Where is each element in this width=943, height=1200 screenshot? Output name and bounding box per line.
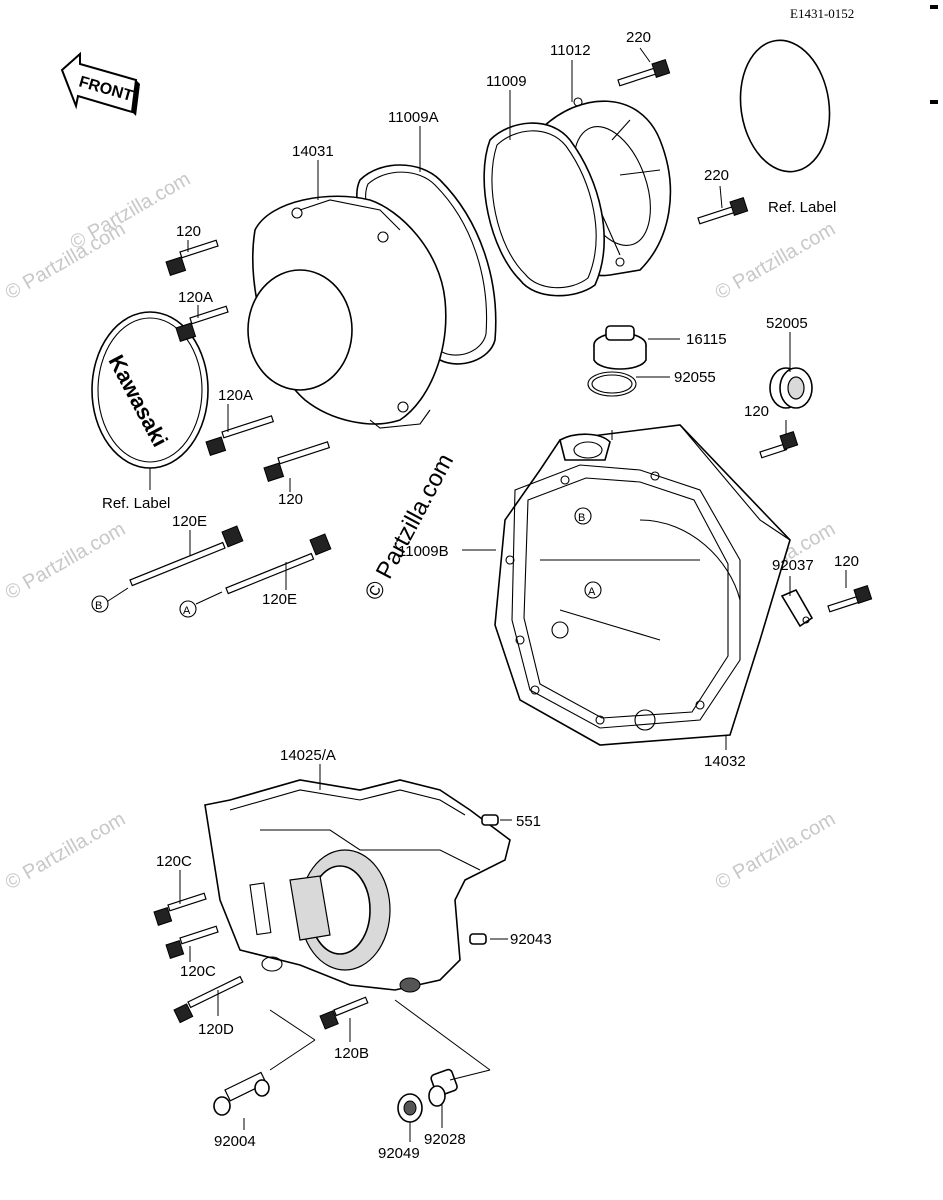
label-ref-label-top: Ref. Label [768, 199, 836, 216]
pin-551 [481, 814, 499, 826]
bolt-120B [319, 996, 369, 1030]
page-mark-mid [930, 100, 938, 104]
label-120C-a: 120C [156, 853, 192, 870]
label-52005: 52005 [766, 315, 808, 332]
label-92043: 92043 [510, 931, 552, 948]
label-120A-b: 120A [218, 387, 253, 404]
marker-A-cover-text: A [588, 586, 596, 598]
label-551: 551 [516, 813, 541, 830]
label-220-top: 220 [626, 29, 651, 46]
bolt-120D [173, 975, 244, 1024]
marker-B-cover [574, 507, 592, 525]
marker-A-cover [584, 581, 602, 599]
oil-cap-16115 [593, 325, 647, 370]
label-120-a: 120 [176, 223, 201, 240]
o-ring-92055 [587, 371, 637, 397]
label-ref-label-left: Ref. Label [102, 495, 170, 512]
label-11009A: 11009A [388, 109, 439, 126]
cover-14031 [247, 195, 447, 429]
label-120B: 120B [334, 1045, 369, 1062]
bolt-120A-b [205, 415, 275, 456]
label-92055: 92055 [674, 369, 716, 386]
marker-B-left-text: B [95, 600, 102, 612]
bolt-120-b [263, 441, 331, 482]
page-mark-top [930, 5, 938, 9]
label-120A-a: 120A [178, 289, 213, 306]
watermark-6: © Partzilla.com [2, 808, 130, 894]
marker-A-left-text: A [183, 605, 191, 617]
sprocket-cover-14025A [204, 779, 511, 993]
label-220-mid: 220 [704, 167, 729, 184]
bolt-120C-b [165, 925, 219, 959]
label-11009: 11009 [486, 73, 527, 90]
label-14032: 14032 [704, 753, 746, 770]
leader-lines [149, 47, 847, 1142]
bolt-220-mid [697, 197, 749, 225]
bolt-120E-a [195, 533, 332, 605]
watermark-main: © Partzilla.com [359, 449, 459, 604]
gasket-11009 [483, 122, 605, 297]
stud-92004 [213, 1071, 270, 1116]
bolt-120A-a [175, 305, 229, 342]
diagram-code: E1431-0152 [790, 6, 854, 21]
bolt-120E-b [107, 525, 244, 602]
label-120E-a: 120E [172, 513, 207, 530]
label-120-b: 120 [278, 491, 303, 508]
label-16115: 16115 [686, 331, 727, 348]
watermark-3: © Partzilla.com [712, 218, 840, 304]
label-120-d: 120 [834, 553, 859, 570]
label-14025A: 14025/A [280, 747, 336, 764]
watermark-7: © Partzilla.com [712, 808, 840, 894]
label-120D: 120D [198, 1021, 234, 1038]
label-120-c: 120 [744, 403, 769, 420]
marker-A-left [179, 600, 197, 618]
seal-52005 [769, 367, 813, 409]
watermark-4: © Partzilla.com [2, 518, 130, 604]
kawasaki-badge: Kawasaki [91, 311, 209, 469]
bolt-220-top [617, 59, 671, 87]
ref-label-disc-top [739, 39, 831, 173]
marker-B-left [91, 595, 109, 613]
label-92049: 92049 [378, 1145, 420, 1162]
bracket-92037 [780, 588, 814, 628]
collar-92028 [428, 1068, 458, 1107]
watermark-2: © Partzilla.com [2, 218, 130, 304]
callout-labels: 11012 220 11009 11009A 14031 220 Ref. La… [102, 29, 859, 1162]
bolt-120-d [827, 585, 873, 613]
dowel-92043 [469, 933, 487, 945]
label-11012: 11012 [550, 42, 591, 59]
label-11009B: 11009B [398, 543, 449, 560]
label-120C-b: 120C [180, 963, 216, 980]
bolt-120-a [165, 239, 219, 276]
bolt-120C-a [153, 892, 207, 926]
bolt-120-c [759, 431, 799, 459]
front-arrow: FRONT [60, 51, 140, 116]
label-120E-b: 120E [262, 591, 297, 608]
marker-B-cover-text: B [578, 512, 585, 524]
label-92037: 92037 [772, 557, 814, 574]
crankcase-cover-14032 [494, 424, 791, 746]
bearing-92049 [397, 1093, 423, 1123]
label-92028: 92028 [424, 1131, 466, 1148]
label-92004: 92004 [214, 1133, 256, 1150]
label-14031: 14031 [292, 143, 334, 160]
